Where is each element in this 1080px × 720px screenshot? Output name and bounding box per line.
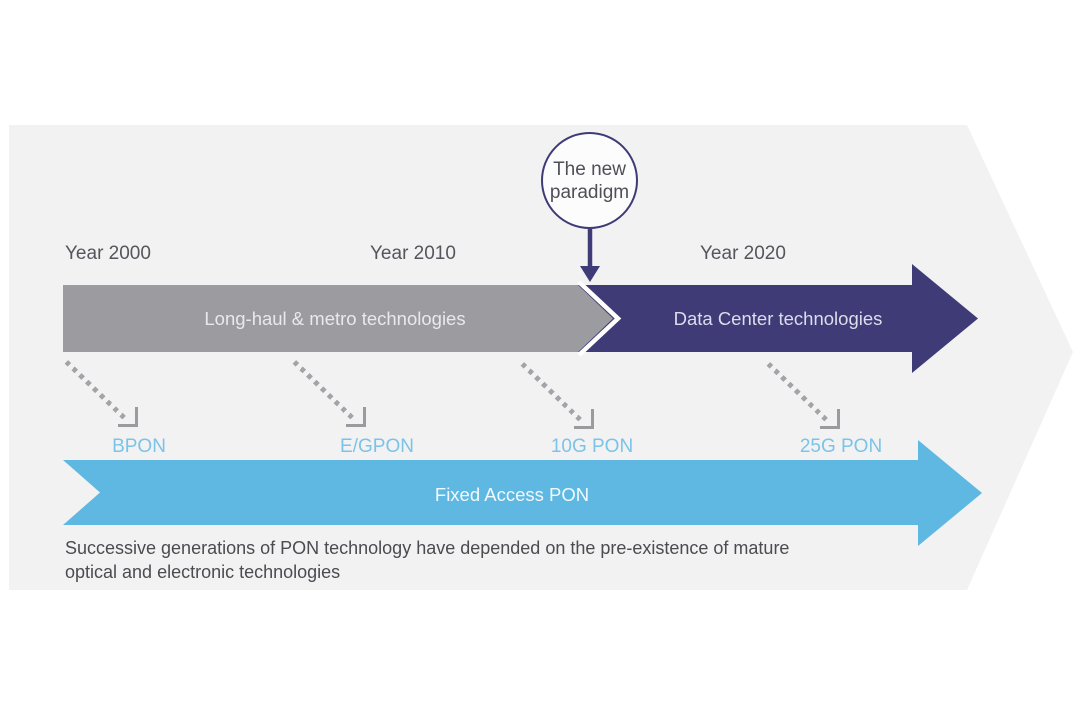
pon-generation-bpon: BPON xyxy=(112,436,166,457)
data-center-band-body xyxy=(577,285,913,352)
dashed-arrow-egpon xyxy=(292,360,436,440)
year-label-2020: Year 2020 xyxy=(700,243,786,264)
new-paradigm-line1: The new xyxy=(553,158,626,180)
fixed-access-pon-band xyxy=(63,440,982,546)
caption-line1: Successive generations of PON technology… xyxy=(65,538,790,558)
corner-arrowhead-icon xyxy=(820,409,840,429)
corner-arrowhead-icon xyxy=(574,409,594,429)
corner-arrowhead-icon xyxy=(346,407,366,427)
dashed-arrow-25gpon xyxy=(766,362,910,442)
pon-generation-10gpon: 10G PON xyxy=(550,436,634,457)
long-haul-band xyxy=(63,285,613,352)
fixed-access-pon-label: Fixed Access PON xyxy=(435,484,589,505)
data-center-band-arrowhead xyxy=(912,264,978,373)
year-label-2010: Year 2010 xyxy=(370,243,456,264)
dashed-arrow-10gpon xyxy=(520,362,664,442)
diagram-caption: Successive generations of PON technology… xyxy=(65,536,789,584)
pon-generation-egpon: E/GPON xyxy=(340,436,414,457)
band-separator-outline xyxy=(577,280,622,357)
caption-line2: optical and electronic technologies xyxy=(65,562,341,582)
data-center-band-label: Data Center technologies xyxy=(674,308,883,329)
new-paradigm-line2: paradigm xyxy=(549,181,630,203)
dashed-arrow-bpon xyxy=(64,360,208,440)
callout-connector-arrowhead xyxy=(580,266,600,282)
pon-generation-25gpon: 25G PON xyxy=(799,436,883,457)
year-label-2000: Year 2000 xyxy=(65,243,151,264)
corner-arrowhead-icon xyxy=(118,407,138,427)
new-paradigm-callout: The new paradigm xyxy=(541,132,638,229)
long-haul-band-label: Long-haul & metro technologies xyxy=(204,308,465,329)
